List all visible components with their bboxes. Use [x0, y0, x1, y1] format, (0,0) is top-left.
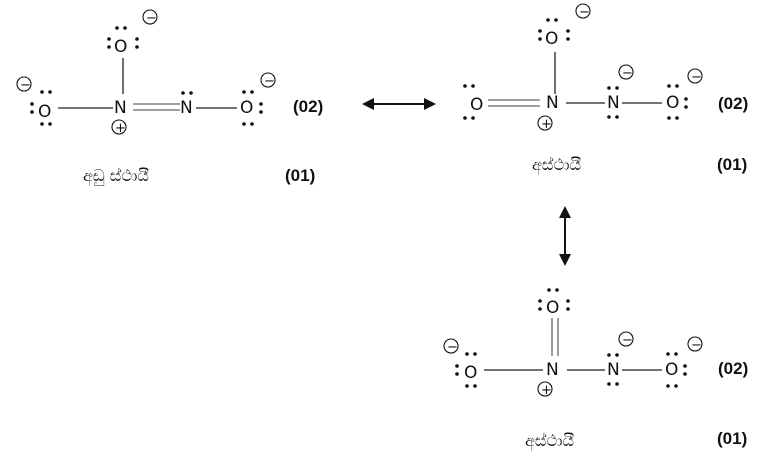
svg-text:−: −	[622, 333, 633, 348]
atom-n2: N	[607, 360, 620, 380]
svg-text:−: −	[691, 70, 702, 85]
charge-negative-o-right: −	[687, 68, 703, 85]
charge-negative-o-top: −	[575, 3, 591, 20]
structure-3-caption: අස්ථායී	[525, 431, 574, 451]
atom-n1: N	[546, 93, 559, 113]
resonance-arrow-vertical	[559, 206, 571, 266]
structure-2-caption: අස්ථායී	[532, 155, 581, 175]
svg-text:−: −	[20, 78, 31, 93]
atom-n1: N	[546, 360, 559, 380]
svg-text:−: −	[264, 74, 275, 89]
lone-pairs-o-left	[455, 352, 477, 388]
lone-pair-n2	[181, 91, 193, 95]
lone-pairs-o-top	[538, 288, 570, 311]
charge-positive-n1: +	[111, 119, 127, 136]
lone-pairs-o-left	[463, 84, 475, 120]
atom-o-right: O	[666, 93, 679, 113]
svg-text:−: −	[146, 11, 157, 26]
atom-n1: N	[114, 98, 127, 118]
structure-1-caption: අඩු ස්ථායී	[83, 166, 149, 186]
svg-text:−: −	[691, 338, 702, 353]
lone-pairs-n2	[607, 353, 619, 386]
atom-o-right: O	[665, 360, 678, 380]
lone-pairs-o-top	[538, 18, 570, 41]
svg-text:+: +	[541, 117, 552, 132]
lone-pairs-o-left	[30, 90, 52, 126]
atom-o-left: O	[470, 95, 483, 115]
charge-negative-n2: −	[618, 331, 634, 348]
charge-negative-o-right: −	[687, 336, 703, 353]
lone-pairs-o-right	[242, 90, 263, 126]
structure-2: O N O N O − −	[463, 3, 748, 175]
lone-pairs-o-right	[666, 352, 687, 388]
structure-3-caption-score: (01)	[717, 429, 747, 448]
atom-o-top: O	[114, 37, 127, 57]
svg-text:+: +	[115, 121, 126, 136]
lone-pairs-o-right	[667, 84, 688, 120]
resonance-arrow-horizontal	[362, 98, 436, 110]
structure-3: O N O N O − −	[443, 288, 748, 451]
atom-n2: N	[180, 98, 193, 118]
svg-text:−: −	[447, 340, 458, 355]
lone-pairs-o-top	[107, 26, 139, 49]
structure-1-score: (02)	[293, 97, 323, 116]
structure-2-score: (02)	[718, 94, 748, 113]
atom-o-left: O	[38, 102, 51, 122]
structure-3-score: (02)	[718, 359, 748, 378]
lone-pairs-n2	[607, 86, 619, 119]
charge-positive-n1: +	[537, 381, 553, 398]
svg-text:+: +	[541, 383, 552, 398]
charge-negative-o-left: −	[16, 76, 32, 93]
charge-positive-n1: +	[537, 115, 553, 132]
charge-negative-o-top: −	[142, 9, 158, 26]
svg-text:−: −	[579, 5, 590, 20]
svg-text:−: −	[622, 66, 633, 81]
structure-1: O N O N O −	[16, 9, 323, 186]
atom-o-left: O	[464, 363, 477, 383]
atom-o-right: O	[240, 98, 253, 118]
atom-o-top: O	[546, 298, 559, 318]
structure-2-caption-score: (01)	[717, 155, 747, 174]
atom-o-top: O	[545, 29, 558, 49]
atom-n2: N	[607, 93, 620, 113]
structure-1-caption-score: (01)	[285, 166, 315, 185]
charge-negative-n2: −	[618, 64, 634, 81]
charge-negative-o-left: −	[443, 338, 459, 355]
charge-negative-o-right: −	[260, 72, 276, 89]
